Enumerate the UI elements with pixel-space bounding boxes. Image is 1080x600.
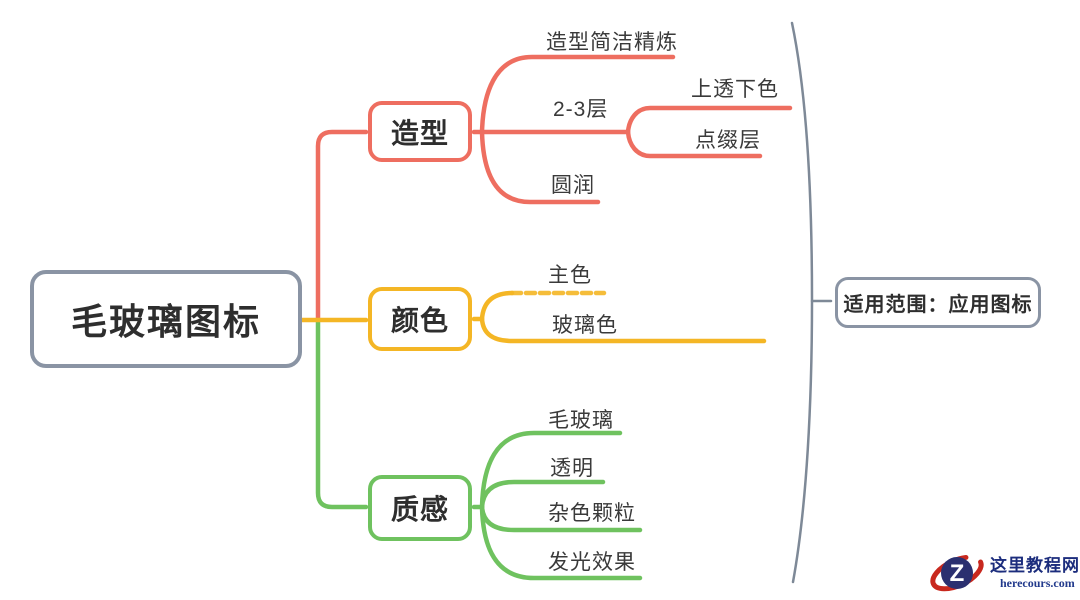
leaf-color-glass[interactable]: 玻璃色: [552, 314, 618, 337]
color-child-line-glass: [479, 316, 767, 344]
site-url: herecours.com: [1000, 576, 1075, 590]
node-branch-texture[interactable]: 质感: [368, 475, 472, 541]
node-branch-texture-label: 质感: [390, 494, 449, 525]
leaf-texture-frosted[interactable]: 毛玻璃: [548, 409, 614, 432]
shape-trunk-line: [315, 129, 369, 323]
node-branch-color-label: 颜色: [390, 305, 449, 336]
site-name: 这里教程网: [990, 556, 1080, 575]
leaf-texture-glow[interactable]: 发光效果: [548, 551, 636, 574]
node-root[interactable]: 毛玻璃图标: [30, 270, 302, 368]
layers-child-line-top: [625, 105, 793, 135]
logo-circle: [941, 557, 973, 589]
node-scope[interactable]: 适用范围：应用图标: [835, 277, 1041, 328]
leaf-layers-top-transparent[interactable]: 上透下色: [691, 78, 779, 101]
logo-letter: Z: [950, 560, 965, 587]
scope-brace: [790, 21, 814, 584]
leaf-shape-layers[interactable]: 2-3层: [553, 98, 609, 121]
leaf-texture-noise[interactable]: 杂色颗粒: [548, 502, 636, 525]
site-logo: Z: [930, 554, 984, 592]
shape-child-line-rounded: [479, 129, 601, 205]
node-scope-label: 适用范围：应用图标: [843, 294, 1033, 316]
node-branch-shape[interactable]: 造型: [368, 101, 472, 162]
texture-child-line-glow: [479, 504, 643, 581]
texture-trunk-line: [315, 317, 369, 510]
layers-child-line-accent: [625, 129, 763, 159]
leaf-shape-concise[interactable]: 造型简洁精炼: [546, 31, 678, 54]
node-root-label: 毛玻璃图标: [70, 301, 261, 342]
leaf-shape-rounded[interactable]: 圆润: [551, 174, 595, 197]
texture-child-line-frosted: [479, 430, 623, 510]
site-watermark-text: 这里教程网 herecours.com: [990, 556, 1080, 590]
node-branch-color[interactable]: 颜色: [368, 287, 472, 351]
leaf-texture-transparent[interactable]: 透明: [550, 457, 594, 480]
node-branch-shape-label: 造型: [390, 117, 449, 149]
leaf-color-main[interactable]: 主色: [548, 264, 592, 287]
color-child-line-main: [479, 290, 515, 322]
texture-child-line-transparent: [479, 479, 606, 510]
leaf-layers-accent[interactable]: 点缀层: [695, 129, 761, 152]
shape-child-line-concise: [479, 54, 676, 135]
site-watermark: Z 这里教程网 herecours.com: [930, 548, 1080, 598]
